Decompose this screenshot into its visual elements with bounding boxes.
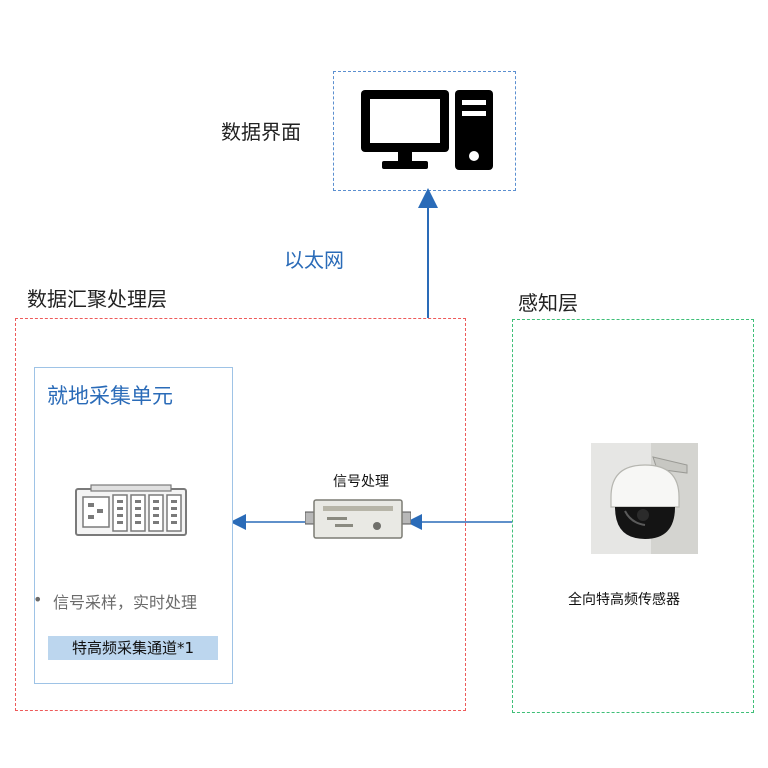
data-interface-box — [333, 71, 516, 191]
signal-processor-module-icon — [305, 499, 411, 539]
sensing-layer-label: 感知层 — [518, 291, 578, 315]
ethernet-label: 以太网 — [284, 248, 344, 272]
sensing-layer-box: 全向特高频传感器 — [512, 319, 754, 713]
sensor-label: 全向特高频传感器 — [568, 592, 680, 608]
channel-badge: 特高频采集通道*1 — [48, 636, 218, 660]
aggregation-layer-label: 数据汇聚处理层 — [27, 287, 167, 311]
local-acquisition-unit: 就地采集单元 • 信号采样，实时处理 特高频采集通道*1 — [33, 367, 233, 684]
data-interface-label: 数据界面 — [221, 120, 301, 144]
plc-rack-icon — [75, 484, 187, 536]
processor-label: 信号处理 — [333, 474, 389, 490]
dome-camera-sensor-icon — [591, 443, 698, 554]
aggregation-layer-box — [15, 318, 466, 711]
bullet-dot: • — [33, 590, 43, 609]
unit-title: 就地采集单元 — [47, 384, 173, 408]
unit-bullet-text: 信号采样，实时处理 — [53, 593, 198, 612]
desktop-computer-icon — [361, 90, 493, 170]
